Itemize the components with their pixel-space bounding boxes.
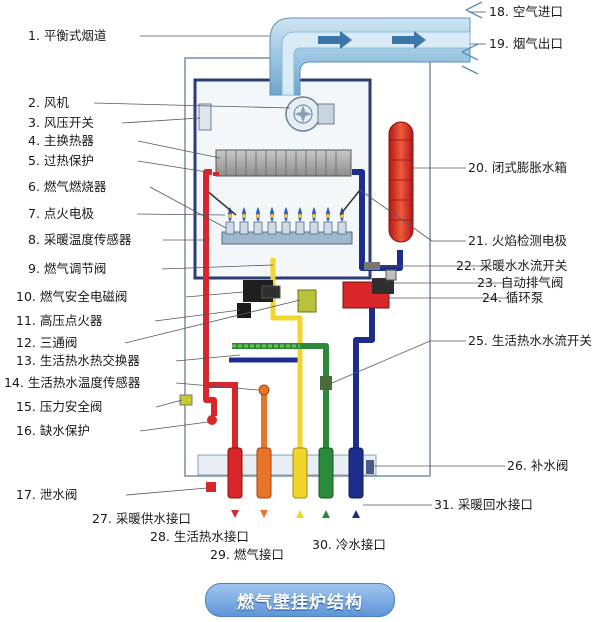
air-pressure-switch: [198, 103, 212, 131]
fan-blade: [294, 105, 312, 123]
drain-valve: [206, 482, 216, 492]
heating-supply-pipe: [206, 382, 238, 480]
label-dhw-connection: 28. 生活热水接口: [150, 529, 249, 544]
label-cold-water-connection: 30. 冷水接口: [312, 537, 386, 552]
label-dhw-heat-exchanger: 13. 生活热水热交换器: [16, 353, 140, 368]
label-air-inlet: 18. 空气进口: [489, 4, 563, 19]
label-dhw-temp-sensor: 14. 生活热水温度传感器: [4, 375, 141, 390]
hot-water-sensor: [258, 384, 270, 396]
combustion-chamber: [193, 78, 372, 280]
flue-arrow-icon: [318, 31, 352, 49]
gas-solenoid-cap: [261, 285, 281, 299]
label-flame-detection-electrode: 21. 火焰检测电极: [468, 233, 567, 248]
low-water-protection: [207, 415, 217, 425]
burner-tubes: [225, 221, 347, 235]
label-heating-temp-sensor: 8. 采暖温度传感器: [28, 232, 132, 247]
automatic-air-vent: [385, 269, 397, 281]
label-low-water-protection: 16. 缺水保护: [16, 423, 90, 438]
burner-flame-icon: [228, 207, 344, 222]
expansion-tank-ribs: [389, 139, 413, 221]
label-fan: 2. 风机: [28, 95, 69, 110]
flue-arrow-icon: [392, 31, 426, 49]
label-circulation-pump: 24. 循环泵: [482, 290, 544, 305]
label-heating-return-connection: 31. 采暖回水接口: [434, 497, 533, 512]
dhw-flow-switch: [320, 376, 332, 390]
air-inlet-arrow-icon: [465, 1, 483, 19]
label-flue: 1. 平衡式烟道: [28, 28, 107, 43]
diagram-caption: 燃气壁挂炉结构: [205, 583, 395, 617]
heating-return-pipe: [353, 290, 375, 480]
label-gas-regulating-valve: 9. 燃气调节阀: [28, 261, 107, 276]
expansion-tank: [388, 121, 414, 243]
label-make-up-water-valve: 26. 补水阀: [507, 458, 569, 473]
label-overheat-protection: 5. 过热保护: [28, 153, 94, 168]
pump-motor: [372, 278, 394, 294]
label-flue-outlet: 19. 烟气出口: [489, 36, 563, 51]
ignition-electrode: [205, 189, 237, 216]
fan-motor: [317, 103, 335, 125]
heating-flow-switch: [364, 262, 380, 270]
label-auto-air-vent: 23. 自动排气阀: [477, 275, 564, 290]
label-ignition-electrode: 7. 点火电极: [28, 206, 94, 221]
flue-outlet-arrow-icon: [461, 43, 479, 75]
leader-lines: [93, 11, 508, 506]
three-way-valve: [297, 289, 317, 313]
label-main-heat-exchanger: 4. 主换热器: [28, 133, 94, 148]
label-gas-burner: 6. 燃气燃烧器: [28, 179, 107, 194]
heat-exchanger-fins: [225, 150, 337, 176]
connection-fittings: [227, 447, 364, 499]
label-gas-connection: 29. 燃气接口: [210, 547, 284, 562]
label-hv-igniter: 11. 高压点火器: [16, 313, 103, 328]
label-expansion-tank: 20. 闭式膨胀水箱: [468, 160, 567, 175]
flame-detection-electrode: [339, 189, 361, 216]
label-pressure-relief-valve: 15. 压力安全阀: [16, 399, 103, 414]
pressure-relief-valve: [179, 394, 193, 406]
label-heating-flow-switch: 22. 采暖水水流开关: [456, 258, 568, 273]
label-drain-valve: 17. 泄水阀: [16, 487, 78, 502]
main-heat-exchanger: [215, 149, 352, 177]
make-up-water-valve: [366, 460, 374, 474]
label-dhw-flow-switch: 25. 生活热水水流开关: [468, 333, 592, 348]
label-three-way-valve: 12. 三通阀: [16, 335, 78, 350]
label-air-pressure-switch: 3. 风压开关: [28, 115, 94, 130]
label-gas-safety-solenoid: 10. 燃气安全电磁阀: [16, 289, 128, 304]
flow-direction-arrows: [231, 510, 360, 518]
label-heating-supply-connection: 27. 采暖供水接口: [92, 511, 191, 526]
